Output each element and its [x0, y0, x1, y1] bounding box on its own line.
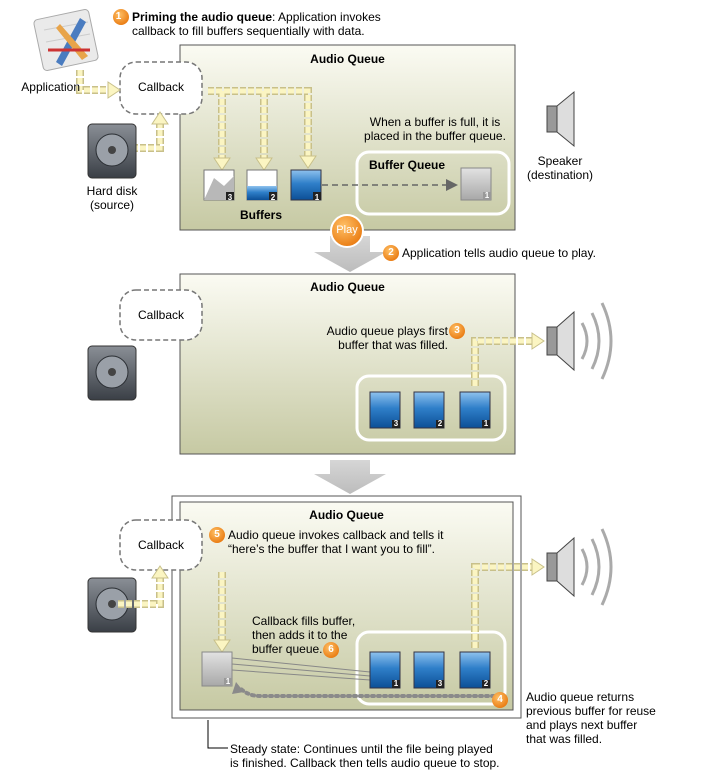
application-icon: [33, 8, 99, 72]
hard-disk-icon-1: [87, 123, 137, 179]
queued-buffer-p1: [460, 167, 492, 201]
buffer-num-p1-b: 2: [270, 193, 276, 202]
buffer-num-p1-a: 3: [227, 193, 233, 202]
step5-line1: Audio queue invokes callback and tells i…: [228, 528, 444, 542]
step6-line2: then adds it to the: [252, 628, 348, 642]
callback-label-1: Callback: [137, 80, 185, 94]
buffer-num-p2-a: 3: [393, 419, 399, 428]
panel2-note-line1: Audio queue plays first: [326, 324, 448, 338]
step1-line2: callback to fill buffers sequentially wi…: [132, 24, 365, 38]
step6-line3: buffer queue.: [252, 642, 323, 656]
badge-1: 1: [115, 11, 122, 22]
callback-box-2: [119, 289, 203, 341]
buffers-label: Buffers: [240, 208, 283, 222]
callback-box-3: [119, 519, 203, 571]
steady-state-line1: Steady state: Continues until the file b…: [230, 742, 493, 756]
step2-text: Application tells audio queue to play.: [402, 246, 596, 260]
buffer-num-p3-a: 1: [393, 679, 399, 688]
harddisk-line1: Hard disk: [86, 184, 138, 198]
callback-label-3: Callback: [137, 538, 185, 552]
buffer-3-p3: [413, 651, 445, 689]
buffer-num-p2-c: 1: [483, 419, 489, 428]
play-button: Play: [336, 224, 358, 236]
transition-arrow-2: [314, 460, 386, 494]
buffer-queue-box: [355, 150, 511, 216]
buffer-num-p1-c: 1: [314, 193, 320, 202]
buffer-num-p2-b: 2: [437, 419, 443, 428]
buffer-3-p1: [203, 169, 235, 201]
panel3-title: Audio Queue: [309, 508, 384, 522]
hard-disk-icon-3: [87, 577, 137, 633]
buffer-1-p2: [459, 391, 491, 429]
empty-buffer-p3: [201, 651, 233, 687]
speaker-line1: Speaker: [537, 154, 583, 168]
speaker-icon-2: [546, 302, 613, 380]
buffer-queue-box-3: [355, 630, 507, 706]
buffer-num-p3-b: 3: [437, 679, 443, 688]
transition-arrow-1: [314, 236, 386, 272]
panel2-title: Audio Queue: [310, 280, 385, 294]
badge-2: 2: [388, 247, 394, 258]
buffer-1-p1: [290, 169, 322, 201]
buffer-2-p3: [459, 651, 491, 689]
speaker-icon-3: [546, 528, 613, 606]
step-badges: [113, 9, 508, 708]
steady-state-line2: is finished. Callback then tells audio q…: [230, 756, 500, 770]
harddisk-line2: (source): [89, 198, 134, 212]
buffer-1-p3: [369, 651, 401, 689]
step1-rest: : Application invokes: [272, 10, 381, 24]
audio-queue-panel-3: [179, 501, 514, 711]
step1-heading: Priming the audio queue: Application inv…: [132, 10, 432, 24]
application-label: Application: [21, 80, 80, 94]
panel1-note-line2: placed in the buffer queue.: [364, 129, 506, 143]
badge-6: 6: [328, 644, 334, 655]
buffer-num-p3-empty: 1: [225, 677, 231, 686]
speaker-icon-1: [546, 90, 575, 148]
step4-line4: that was filled.: [526, 732, 603, 746]
audio-queue-panel-1: [179, 44, 516, 231]
hard-disk-icon-2: [87, 345, 137, 401]
badge-4: 4: [497, 694, 503, 705]
badge-5: 5: [214, 529, 220, 540]
buffer-2-p2: [413, 391, 445, 429]
panel2-note-line2: buffer that was filled.: [338, 338, 448, 352]
buffer-num-p1-queue: 1: [484, 191, 490, 200]
buffer-3-p2: [369, 391, 401, 429]
buffer-queue-label: Buffer Queue: [369, 158, 446, 172]
panel1-note-line1: When a buffer is full, it is: [369, 115, 501, 129]
step4-line1: Audio queue returns: [526, 690, 635, 704]
buffer-2-p1: [246, 169, 278, 201]
step5-line2: “here’s the buffer that I want you to fi…: [228, 542, 435, 556]
audio-queue-panel-2: [179, 273, 516, 455]
step4-line2: previous buffer for reuse: [526, 704, 656, 718]
panel1-title: Audio Queue: [310, 52, 385, 66]
callback-label-2: Callback: [137, 308, 185, 322]
buffer-queue-box-2: [355, 374, 507, 442]
step6-line1: Callback fills buffer,: [252, 614, 356, 628]
speaker-line2: (destination): [526, 168, 594, 182]
step1-bold: Priming the audio queue: [132, 10, 273, 24]
step4-line3: and plays next buffer: [526, 718, 638, 732]
buffer-num-p3-c: 2: [483, 679, 489, 688]
play-button-circle: [330, 214, 364, 248]
badge-3: 3: [454, 325, 460, 336]
